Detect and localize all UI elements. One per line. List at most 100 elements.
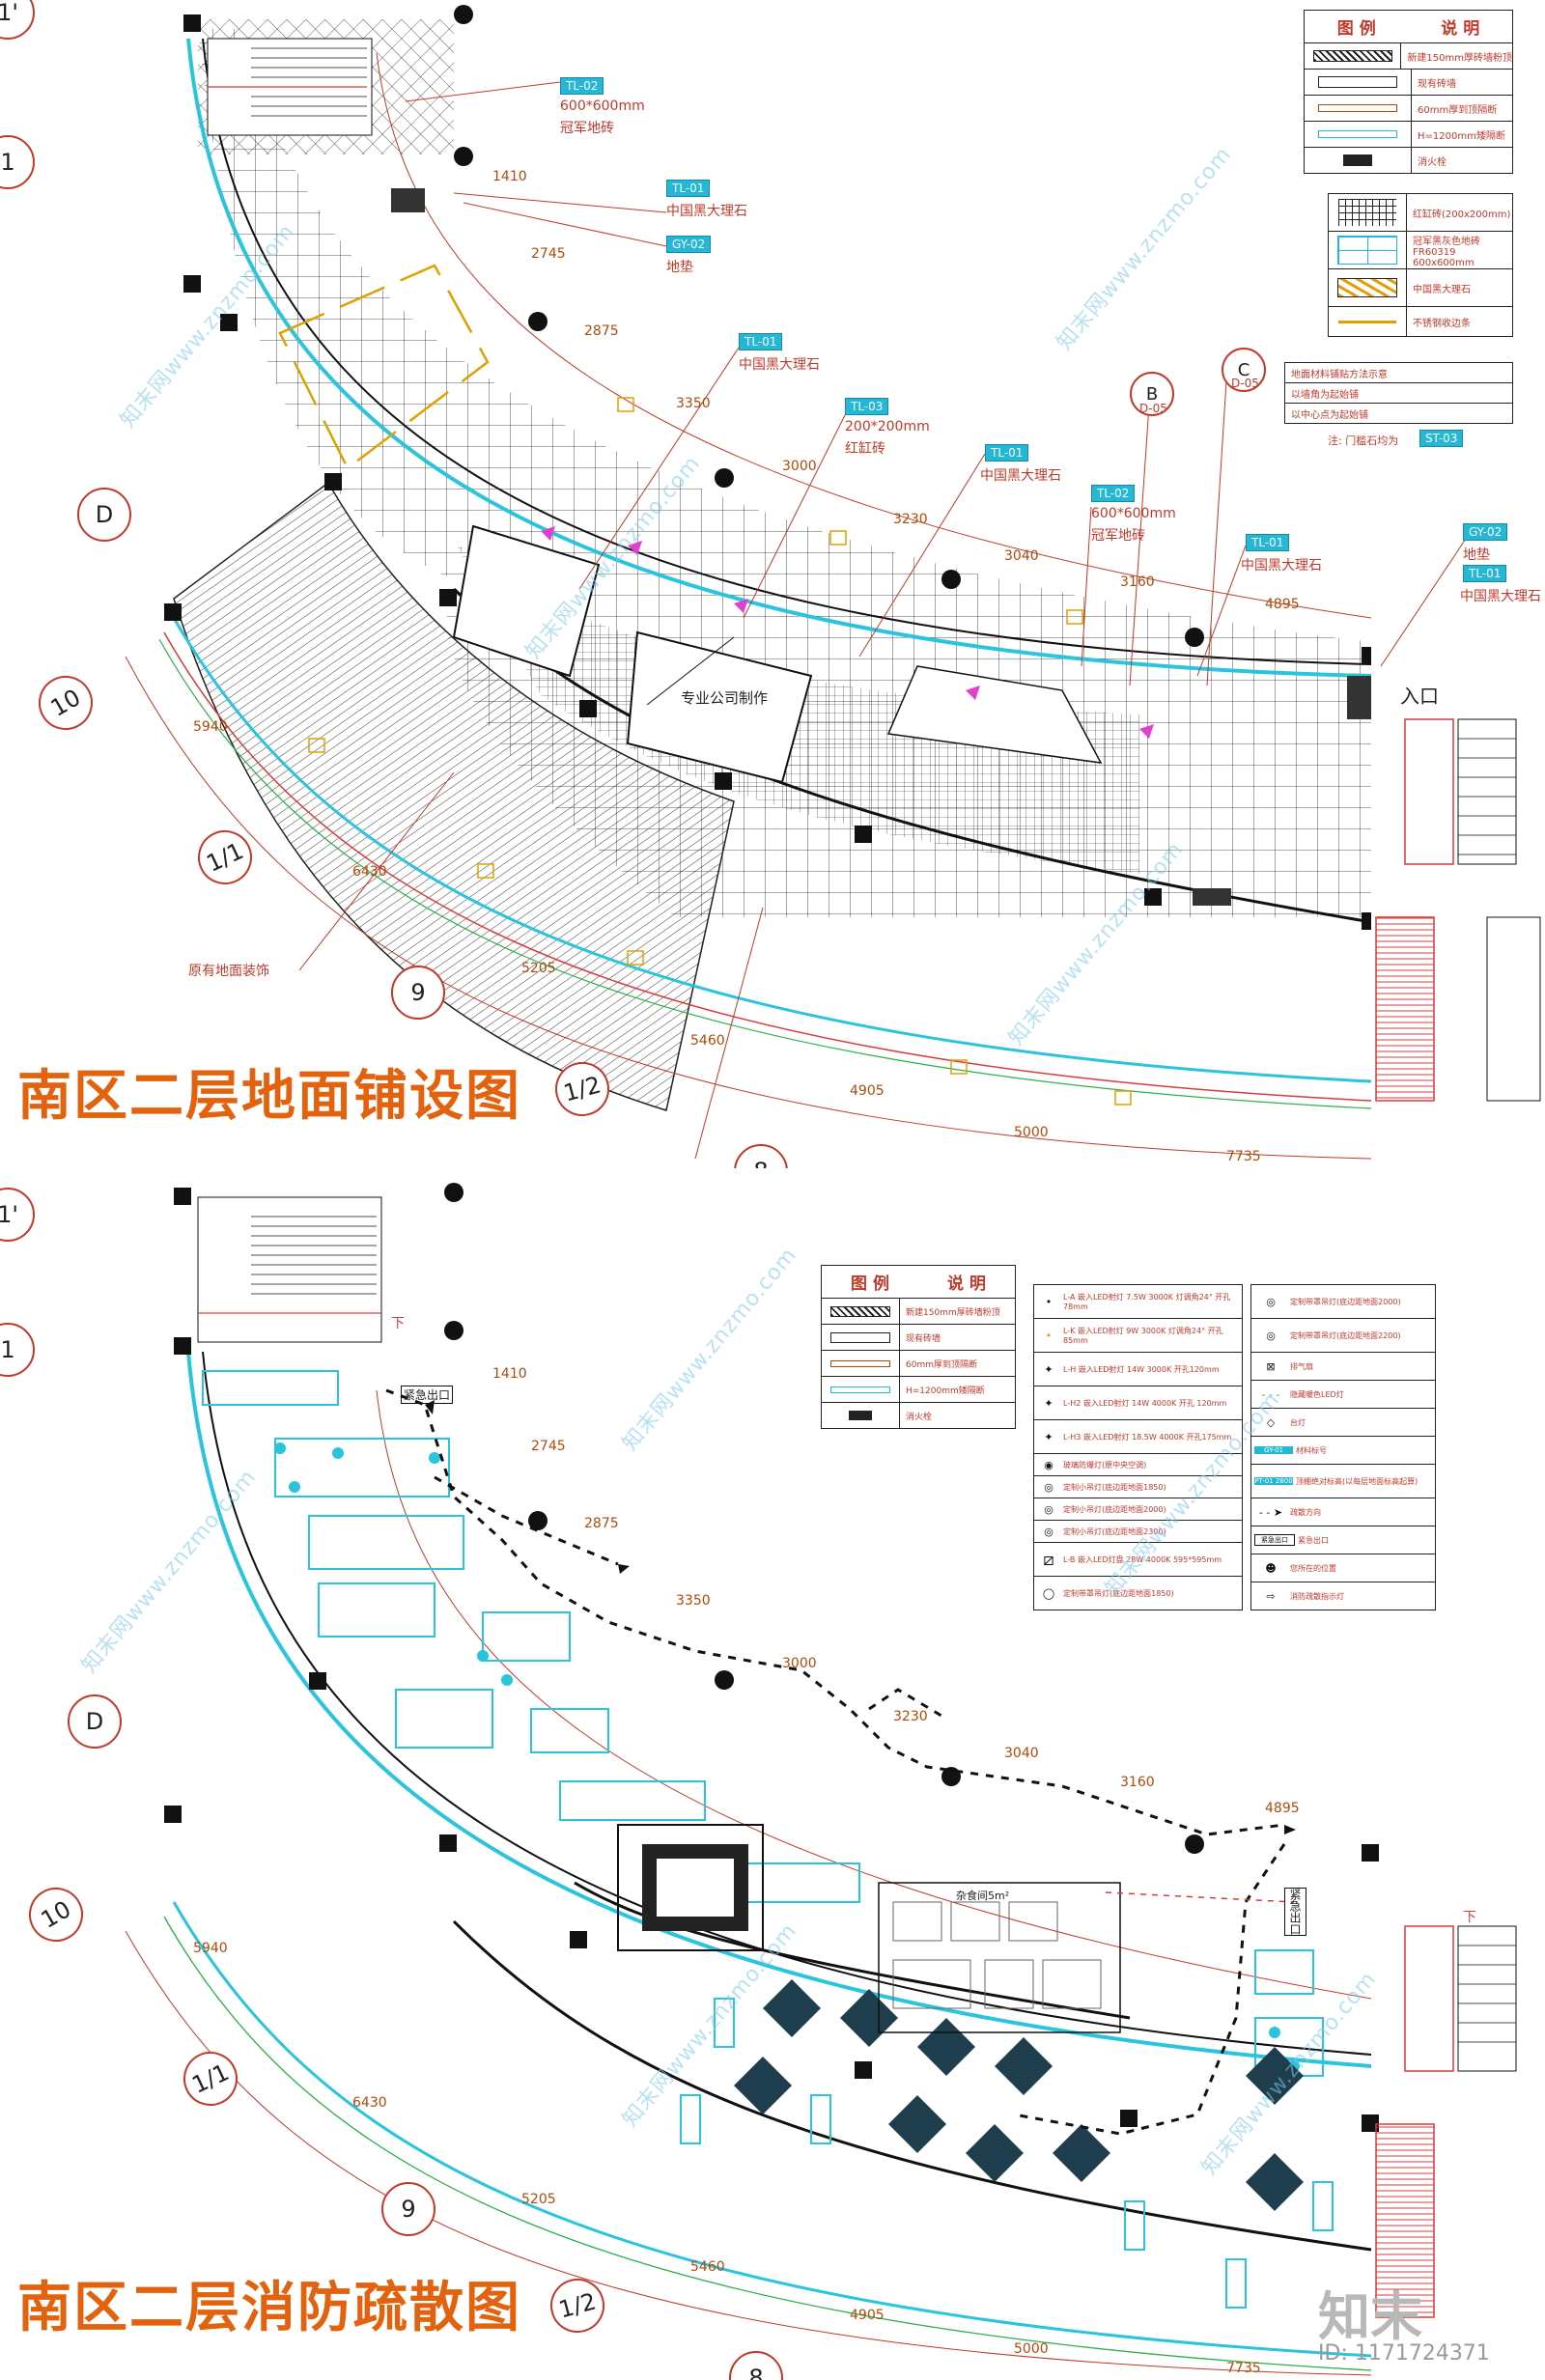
legend-item: 消火栓 xyxy=(1418,156,1447,168)
tag-text: 红缸砖 xyxy=(845,441,885,457)
dimension: 5000 xyxy=(1014,2341,1049,2357)
legend-item: 定制带罩吊灯(底边距地面2000) xyxy=(1290,1297,1401,1306)
legend-item: L-H3 嵌入LED射灯 18.5W 4000K 开孔175mm xyxy=(1063,1432,1232,1442)
legend-item: 定制小吊灯(底边距地面2000) xyxy=(1063,1504,1166,1514)
legend-item: 新建150mm厚砖墙粉顶 xyxy=(906,1307,1000,1318)
dimension: 2875 xyxy=(584,1516,619,1531)
emergency-exit-label: 紧急出口 xyxy=(401,1386,454,1404)
paving-plan-title: 南区二层地面铺设图 xyxy=(17,1065,521,1128)
grid-label: 1/2 xyxy=(555,2287,600,2324)
emergency-exit-label: 紧急出口 xyxy=(1284,1888,1306,1936)
floor-tile-icon xyxy=(1337,236,1397,265)
legend-item: 隐藏暖色LED灯 xyxy=(1290,1389,1344,1399)
legend-item: 材料标号 xyxy=(1296,1445,1327,1455)
section-letter: B xyxy=(1145,383,1159,405)
threshold-note: 注: 门槛石均为 xyxy=(1328,434,1399,447)
dimension: 3350 xyxy=(676,1593,711,1609)
legend-item: 定制小吊灯(底边距地面1850) xyxy=(1063,1482,1166,1492)
dimension: 7735 xyxy=(1226,2361,1261,2376)
material-tag: TL-02 xyxy=(1091,485,1136,502)
tag-text: 中国黑大理石 xyxy=(739,357,820,373)
dimension: 2745 xyxy=(531,246,566,262)
dimension: 6430 xyxy=(352,2095,387,2111)
exhaust-fan-icon: ⊠ xyxy=(1266,1359,1276,1373)
grid-bubble: 9 xyxy=(391,966,445,1020)
dimension: 4895 xyxy=(1265,1801,1300,1816)
material-tag: TL-01 xyxy=(1463,565,1507,582)
material-tag: TL-03 xyxy=(845,398,889,415)
evacuation-arrow-icon: - - ➤ xyxy=(1258,1505,1283,1519)
legend-item: 现有砖墙 xyxy=(1418,78,1456,90)
shade-pendant-icon: ◎ xyxy=(1266,1295,1276,1308)
tag-text: 200*200mm xyxy=(845,419,930,434)
dimension: 2875 xyxy=(584,323,619,339)
dimension: 3040 xyxy=(1004,1746,1039,1761)
section-ref: D-05 xyxy=(1231,377,1259,390)
legend-item: 新建150mm厚砖墙粉顶 xyxy=(1407,52,1512,64)
legend-item: 定制小吊灯(底边距地面2300) xyxy=(1063,1526,1166,1536)
evacuation-plan-title: 南区二层消防疏散图 xyxy=(17,2277,521,2339)
ceiling-level-icon: PT-01 2800 xyxy=(1254,1477,1293,1485)
tag-text: 中国黑大理石 xyxy=(1460,589,1541,604)
grid-label: 1' xyxy=(0,1201,18,1228)
material-item: 冠军黑灰色地砖 FR60319 600x600mm xyxy=(1413,236,1480,268)
marble-icon xyxy=(1337,278,1397,297)
grid-label: 1/1 xyxy=(202,837,248,878)
legend-item: 60mm厚到顶隔断 xyxy=(906,1359,977,1370)
pendant-lamp-icon: ◎ xyxy=(1044,1502,1053,1516)
kitchen-label: 杂食间5m² xyxy=(956,1890,1010,1902)
dimension: 5205 xyxy=(521,2192,556,2207)
grid-label: 1 xyxy=(0,149,15,176)
legend-item: H=1200mm矮隔断 xyxy=(906,1386,985,1396)
legend-item: 玻璃防爆灯(原中央空调) xyxy=(1063,1460,1147,1470)
material-item: 中国黑大理石 xyxy=(1413,284,1471,295)
dimension: 5460 xyxy=(690,2259,725,2275)
direction-row: 以墙角为起始铺 xyxy=(1291,389,1359,401)
legend-item: H=1200mm矮隔断 xyxy=(1418,130,1505,142)
tag-text: 中国黑大理石 xyxy=(1241,558,1322,574)
legend-item: 排气扇 xyxy=(1290,1361,1313,1371)
grid-label: 9 xyxy=(401,2196,416,2223)
direction-title: 地面材料铺贴方法示意 xyxy=(1291,369,1388,380)
fire-evacuation-plan: 图 例 说 明 新建150mm厚砖墙粉顶 现有砖墙 60mm厚到顶隔断 H=12… xyxy=(0,1168,1545,2380)
legend-header-desc: 说 明 xyxy=(947,1274,986,1294)
legend-item: L-K 嵌入LED射灯 9W 3000K 灯调角24° 开孔85mm xyxy=(1063,1327,1223,1345)
legend-item: 消火栓 xyxy=(906,1412,933,1422)
tag-text: 600*600mm xyxy=(1091,506,1176,521)
legend-header-desc: 说 明 xyxy=(1441,19,1480,39)
material-item: 红缸砖(200x200mm) xyxy=(1413,209,1511,220)
dimension: 3000 xyxy=(782,1656,817,1671)
legend-item: L-H 嵌入LED射灯 14W 3000K 开孔120mm xyxy=(1063,1364,1220,1374)
existing-floor-label: 原有地面装饰 xyxy=(188,964,269,979)
legend-item: 紧急出口 xyxy=(1298,1535,1329,1545)
grid-label: 9 xyxy=(410,979,426,1006)
dimension: 4905 xyxy=(850,2308,885,2323)
legend-bottom-c: ◎定制带罩吊灯(底边距地面2000) ◎定制带罩吊灯(底边距地面2200) ⊠排… xyxy=(1250,1284,1436,1610)
legend-item: L-B 嵌入LED灯盘 28W 4000K 595*595mm xyxy=(1063,1554,1222,1564)
legend-item: 定制带罩吊灯(底边距地面1850) xyxy=(1063,1588,1174,1598)
material-item: 不锈钢收边条 xyxy=(1413,318,1471,329)
legend-item: 顶棚绝对标高(以每层地面标高起算) xyxy=(1296,1476,1419,1486)
exit-sign-icon: ⇨ xyxy=(1266,1589,1276,1603)
dimension: 1410 xyxy=(492,1366,527,1382)
grid-bubble: 1' xyxy=(0,1188,35,1242)
dimension: 3350 xyxy=(676,396,711,411)
grid-label: 10 xyxy=(36,1895,76,1934)
dimension: 4905 xyxy=(850,1083,885,1099)
dimension: 5205 xyxy=(521,961,556,976)
grid-label: 10 xyxy=(45,684,86,722)
legend-header-symbol: 图 例 xyxy=(851,1274,889,1294)
dimension: 3230 xyxy=(893,1709,928,1724)
grid-label: 8 xyxy=(753,1158,768,1168)
led-strip-icon: - - - xyxy=(1261,1387,1280,1401)
desk-lamp-icon: ◇ xyxy=(1266,1415,1276,1429)
emergency-exit-icon: 紧急出口 xyxy=(1254,1534,1295,1546)
direction-row: 以中心点为起始铺 xyxy=(1291,409,1368,421)
legend-bottom-a: 图 例 说 明 新建150mm厚砖墙粉顶 现有砖墙 60mm厚到顶隔断 H=12… xyxy=(821,1265,1016,1429)
dimension: 3000 xyxy=(782,459,817,474)
steel-trim-icon xyxy=(1338,320,1396,323)
dimension: 5460 xyxy=(690,1033,725,1049)
grid-bubble: 1 xyxy=(0,1323,35,1377)
grid-bubble: D xyxy=(68,1694,122,1749)
paving-drawing xyxy=(125,5,1545,1168)
